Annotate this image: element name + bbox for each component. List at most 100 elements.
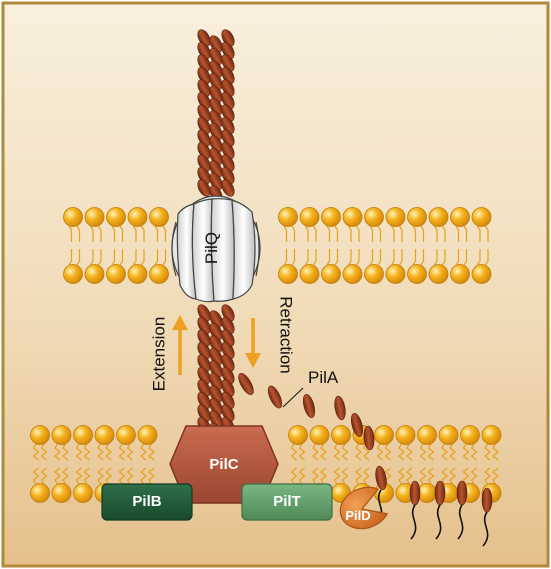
lipid-tail (304, 225, 309, 242)
lipid-tail (355, 467, 362, 485)
lipid-head (309, 425, 330, 445)
lipid-tail (334, 249, 339, 266)
lipid-tail (355, 443, 362, 461)
lipid-tail (97, 443, 104, 461)
lipid-tail (126, 467, 134, 485)
lipid-tail (390, 225, 395, 242)
lipid-tail (406, 443, 413, 461)
lipid-tail (298, 467, 306, 485)
lipid-tail (54, 467, 61, 485)
pila-anchored-tails (375, 465, 493, 547)
lipid-tail (419, 443, 427, 461)
pila-subunit (363, 425, 375, 451)
lipid-tail (54, 443, 61, 461)
lipid-tail (449, 443, 456, 461)
lipid-tail (291, 249, 296, 266)
pilc-label: PilC (209, 456, 239, 473)
lipid-head (127, 207, 148, 227)
pilus-subunit (221, 179, 235, 197)
lipid-head (63, 207, 83, 227)
lipid-tail (97, 225, 102, 242)
lipid-tail (377, 225, 382, 242)
lipid-tail (154, 249, 159, 266)
lipid-tail (162, 225, 167, 242)
lipid-tail (111, 249, 116, 266)
lipid-tail (406, 467, 413, 485)
lipid-tail (363, 467, 370, 485)
lipid-head (450, 264, 470, 284)
lipid-head (94, 425, 115, 445)
lipid-tail (312, 249, 317, 266)
lipid-head (407, 207, 427, 227)
lipid-tail (140, 443, 147, 461)
pila-subunit (350, 413, 364, 437)
pila-subunit (375, 465, 387, 491)
lipid-head (428, 264, 449, 284)
lipid-head (149, 207, 169, 227)
lipid-tail (427, 443, 435, 461)
pild-label: PilD (345, 508, 371, 523)
lipid-tail (484, 225, 489, 242)
lipid-head (342, 264, 363, 284)
lipid-head (417, 425, 437, 445)
lipid-tail (441, 467, 448, 485)
lipid-tail (420, 225, 425, 242)
lipid-tail (40, 443, 48, 461)
pilus-fiber (197, 29, 235, 441)
lipid-tail (304, 249, 309, 266)
lipid-head (73, 425, 93, 445)
lipid-head (321, 207, 341, 227)
lipid-tail (162, 249, 167, 266)
lipid-tail (32, 443, 40, 461)
lipid-tail (326, 249, 331, 266)
lipid-tail (441, 249, 446, 266)
pilb-atpase (101, 483, 193, 521)
lipid-head (450, 207, 470, 227)
pila-label: PilA (308, 368, 339, 387)
piiq-label: PilQ (202, 231, 222, 265)
pild-peptidase (339, 486, 389, 530)
lipid-tail (420, 249, 425, 266)
lipid-tail (369, 225, 374, 242)
lipid-head (149, 264, 169, 284)
lipid-tail (355, 249, 360, 266)
lipid-head (299, 207, 320, 227)
lipid-tail (283, 249, 288, 266)
lipid-tail (412, 249, 417, 266)
lipid-head (395, 425, 416, 445)
lipid-tail (89, 249, 94, 266)
lipid-head (288, 425, 308, 445)
lipid-head (385, 207, 406, 227)
lipid-tail (334, 225, 339, 242)
lipid-tail (32, 467, 40, 485)
lipid-head (374, 425, 394, 445)
lipid-tail (132, 225, 137, 242)
lipid-tail (111, 225, 116, 242)
lipid-tail (290, 467, 298, 485)
lipid-tail (291, 225, 296, 242)
lipid-tail (62, 467, 69, 485)
pila-subunit (302, 394, 316, 418)
lipid-tail (118, 467, 126, 485)
lipid-tail (75, 467, 83, 485)
lipid-head (364, 264, 384, 284)
lipid-tail (119, 225, 124, 242)
lipid-tail (492, 443, 499, 461)
lipid-tail (433, 249, 438, 266)
pila-tail (457, 504, 464, 540)
pila-pointer-line (282, 387, 304, 408)
lipid-tail (290, 443, 298, 461)
lipid-head (127, 264, 148, 284)
lipid-tail (470, 467, 478, 485)
retraction-arrow (245, 318, 261, 368)
pila-subunit (481, 487, 493, 513)
pila-subunit (334, 395, 346, 421)
lipid-tail (68, 249, 73, 266)
pilt-atpase (241, 483, 333, 521)
lipid-tail (341, 467, 349, 485)
lipid-tail (463, 249, 468, 266)
lipid-head (278, 264, 298, 284)
lipid-tail (412, 225, 417, 242)
lipid-head (84, 207, 105, 227)
